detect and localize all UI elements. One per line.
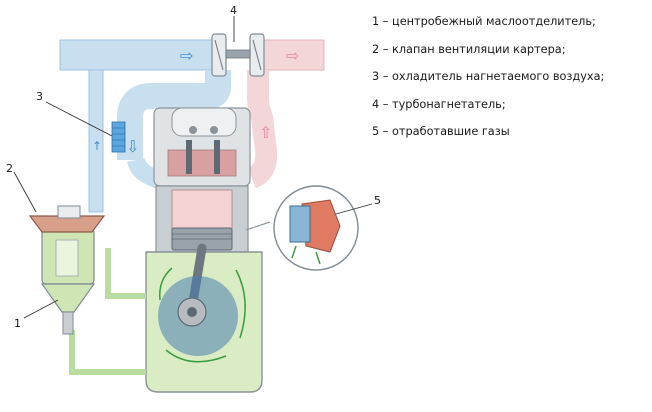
legend-item-5: 5 – отработавшие газы <box>372 124 650 152</box>
legend-text: 2 – клапан вентиляции картера; <box>372 42 566 56</box>
callout-4: 4 <box>230 4 237 17</box>
turbo-icon <box>211 33 265 77</box>
svg-text:⇩: ⇩ <box>126 137 139 156</box>
svg-text:⇧: ⇧ <box>259 123 272 142</box>
legend-item-2: 2 – клапан вентиляции картера; <box>372 42 650 70</box>
legend-text: 4 – турбонагнетатель; <box>372 97 506 111</box>
callout-3: 3 <box>36 90 43 103</box>
engine-block <box>145 107 263 393</box>
exhaust-gases-inset <box>245 185 359 271</box>
valve-icon <box>28 205 106 233</box>
flow-arrow-icon: ⇨ ⇨ ⇩ ⇧ ↑ <box>92 46 299 156</box>
legend-text: 1 – центробежный маслоотделитель; <box>372 15 596 28</box>
svg-text:⇨: ⇨ <box>286 46 299 65</box>
cooler-icon <box>111 121 126 153</box>
callout-leader-lines <box>13 16 373 319</box>
callout-5: 5 <box>374 194 381 207</box>
legend-item-1: 1 – центробежный маслоотделитель; <box>372 14 650 42</box>
ventilation-tubes <box>69 248 146 375</box>
legend-item-4: 4 – турбонагнетатель; <box>372 97 650 125</box>
svg-text:↑: ↑ <box>92 139 102 153</box>
legend-text: 3 – охладитель нагнетаемого воздуха; <box>372 70 605 83</box>
legend: 1 – центробежный маслоотделитель; 2 – кл… <box>372 14 650 152</box>
legend-text: 5 – отработавшие газы <box>372 125 510 138</box>
separator-icon <box>40 227 96 335</box>
legend-item-3: 3 – охладитель нагнетаемого воздуха; <box>372 69 650 97</box>
callout-2: 2 <box>6 162 13 175</box>
callout-1: 1 <box>14 317 21 330</box>
crankcase-flow-arrows <box>159 267 246 363</box>
svg-text:⇨: ⇨ <box>180 46 193 65</box>
